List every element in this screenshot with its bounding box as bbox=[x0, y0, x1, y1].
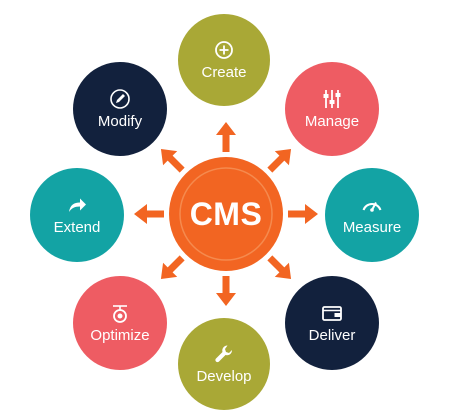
node-manage-label: Manage bbox=[304, 113, 360, 130]
cms-hub-label: CMS bbox=[189, 195, 263, 232]
node-develop-label: Develop bbox=[196, 368, 252, 385]
arrow-to-create bbox=[216, 122, 236, 152]
node-extend: Extend bbox=[30, 168, 124, 262]
node-modify: Modify bbox=[73, 62, 167, 156]
wrench-icon bbox=[215, 345, 233, 363]
share-arrow-icon bbox=[69, 198, 86, 212]
node-create: Create bbox=[178, 14, 270, 106]
arrow-to-optimize bbox=[160, 255, 185, 280]
node-optimize: Optimize bbox=[73, 276, 167, 370]
node-develop: Develop bbox=[178, 318, 270, 410]
node-measure: Measure bbox=[325, 168, 419, 262]
wallet-icon bbox=[322, 306, 342, 321]
node-deliver-label: Deliver bbox=[308, 327, 356, 344]
arrow-to-deliver bbox=[267, 255, 292, 280]
cms-hub-circle bbox=[169, 157, 283, 271]
sliders-icon bbox=[323, 90, 341, 108]
node-extend-label: Extend bbox=[53, 219, 101, 236]
arrow-to-manage bbox=[267, 148, 292, 173]
node-optimize-label: Optimize bbox=[90, 327, 150, 344]
arrow-to-modify bbox=[160, 148, 185, 173]
plus-circle-icon bbox=[215, 41, 233, 59]
node-deliver: Deliver bbox=[285, 276, 379, 370]
arrow-to-measure bbox=[288, 204, 318, 224]
pencil-icon bbox=[110, 89, 130, 109]
arrow-to-develop bbox=[216, 276, 236, 306]
arrow-to-extend bbox=[134, 204, 164, 224]
target-icon bbox=[113, 305, 127, 323]
node-modify-label: Modify bbox=[97, 113, 143, 130]
node-manage: Manage bbox=[285, 62, 379, 156]
gauge-icon bbox=[362, 202, 382, 212]
node-measure-label: Measure bbox=[342, 219, 402, 236]
node-create-label: Create bbox=[201, 64, 247, 81]
